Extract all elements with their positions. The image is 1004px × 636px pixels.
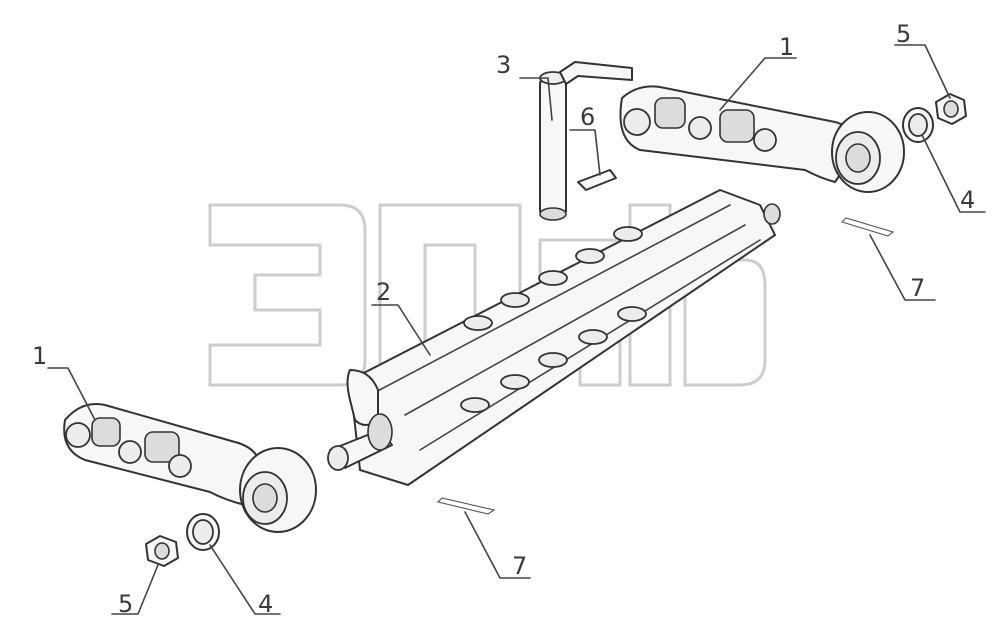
callout-3: 3 (496, 51, 511, 79)
callout-1-top: 1 (779, 33, 794, 61)
washer-part-4-top (902, 107, 934, 143)
callout-7-bottom: 7 (512, 552, 527, 580)
callout-7-top: 7 (910, 274, 925, 302)
nut-part-5-bottom (145, 535, 179, 567)
callout-4-top: 4 (960, 186, 975, 214)
callout-2: 2 (376, 278, 391, 306)
beam-part-2 (327, 189, 781, 486)
pin-part-3 (539, 61, 633, 221)
callout-4-bottom: 4 (258, 590, 273, 618)
leader-lines (47, 44, 986, 615)
nut-part-5-top (935, 93, 967, 125)
callout-6: 6 (580, 103, 595, 131)
callout-5-top: 5 (896, 20, 911, 48)
link-arm-part-1-left (63, 403, 317, 533)
callout-5-bottom: 5 (118, 590, 133, 618)
cotter-pin-part-7-top (840, 217, 895, 237)
link-arm-part-1-top (619, 85, 905, 193)
cotter-pin-part-7-bottom (436, 497, 496, 515)
clip-part-6 (577, 169, 617, 191)
washer-part-4-bottom (186, 513, 220, 551)
callout-1-left: 1 (32, 342, 47, 370)
